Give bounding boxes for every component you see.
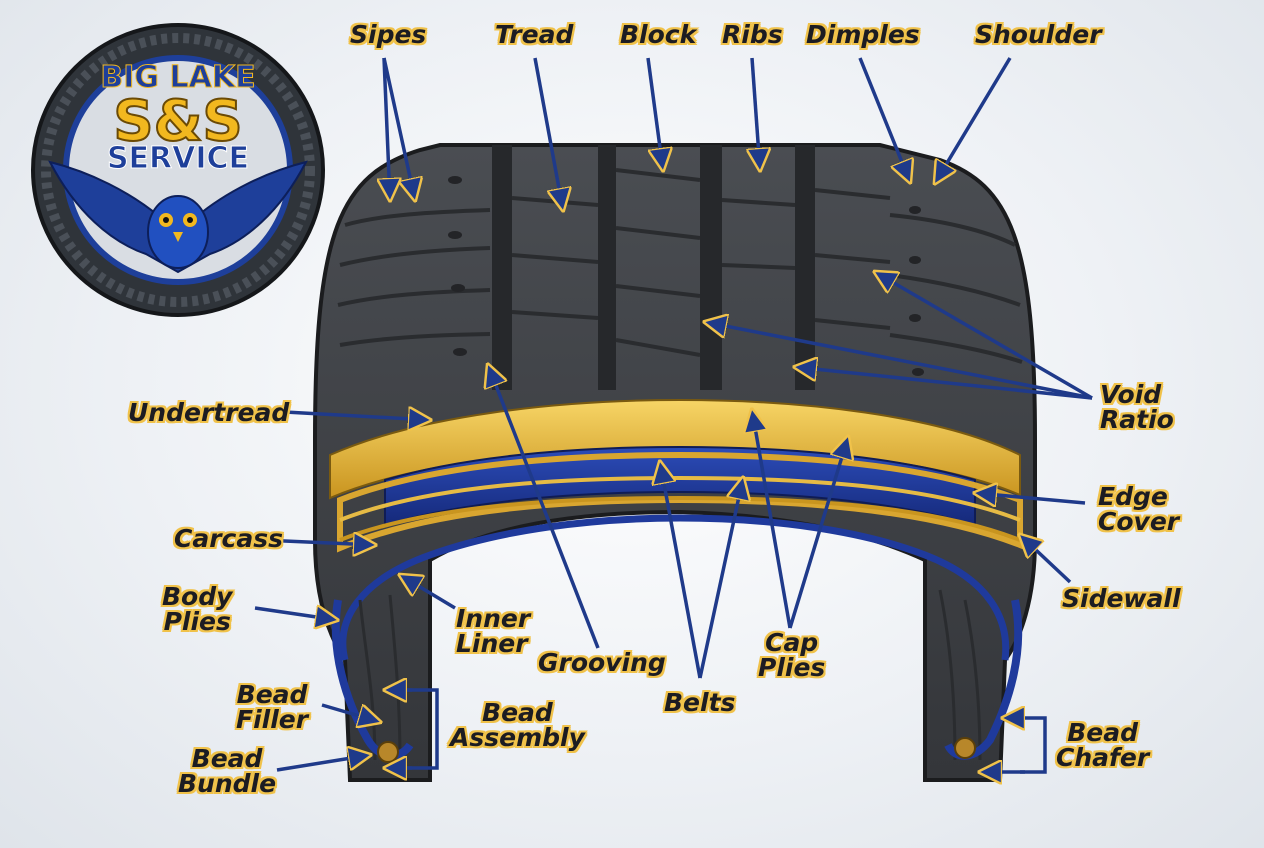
owl-icon xyxy=(48,160,308,274)
label-cap-plies: Cap Plies xyxy=(758,628,826,682)
logo-line1: BIG LAKE xyxy=(100,60,255,95)
label-edge-cover: Edge Cover xyxy=(1098,482,1180,536)
logo-line3: SERVICE xyxy=(107,141,249,176)
label-carcass: Carcass xyxy=(174,524,283,553)
label-body-plies: Body Plies xyxy=(162,582,233,636)
label-dimples: Dimples xyxy=(806,20,920,49)
label-bead-chafer: Bead Chafer xyxy=(1056,718,1150,772)
label-tread: Tread xyxy=(495,20,574,49)
label-sidewall: Sidewall xyxy=(1062,584,1181,613)
label-sipes: Sipes xyxy=(350,20,427,49)
label-void-ratio: Void Ratio xyxy=(1100,380,1174,434)
label-inner-liner: Inner Liner xyxy=(456,604,531,658)
label-shoulder: Shoulder xyxy=(975,20,1102,49)
leader-lines xyxy=(254,57,1093,772)
label-ribs: Ribs xyxy=(722,20,783,49)
company-logo: BIG LAKE S&S SERVICE xyxy=(31,23,325,317)
label-bead-bundle: Bead Bundle xyxy=(178,744,277,798)
label-bead-assembly: Bead Assembly xyxy=(450,698,585,752)
label-block: Block xyxy=(620,20,697,49)
label-belts: Belts xyxy=(664,688,736,717)
label-bead-filler: Bead Filler xyxy=(236,680,309,734)
label-grooving: Grooving xyxy=(538,648,666,677)
bead-assembly-bracket xyxy=(395,688,439,770)
logo-line2: S&S xyxy=(113,89,243,154)
tire-body xyxy=(313,143,1037,782)
label-undertread: Undertread xyxy=(128,398,290,427)
bead-chafer-bracket xyxy=(1020,716,1047,774)
